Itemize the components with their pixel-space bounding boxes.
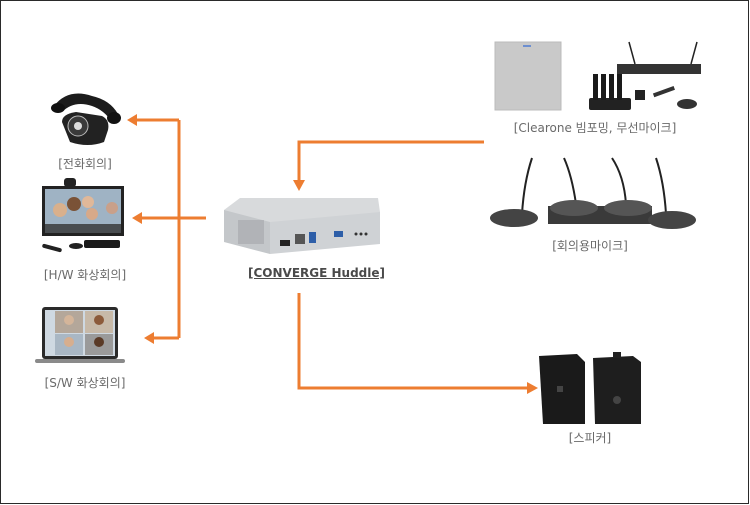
telephone-label: [전화회의] <box>58 157 112 171</box>
converge-huddle-device-icon <box>224 198 380 254</box>
arrowhead-hw-video <box>132 212 142 224</box>
laptop-video-conference-icon <box>35 307 125 363</box>
hub-label: [CONVERGE Huddle] <box>248 266 385 280</box>
conference-mic-label: [회의용마이크] <box>552 239 628 253</box>
arrowhead-telephone <box>127 114 137 126</box>
telephone-icon <box>51 93 121 145</box>
arrowhead-sw-video <box>144 332 154 344</box>
beamforming-wireless-mic-icon <box>494 41 701 111</box>
hw-video-conference-label: [H/W 화상회의] <box>43 268 127 282</box>
hardware-video-conference-icon <box>42 178 124 253</box>
arrowhead-speaker <box>527 382 538 394</box>
sw-video-conference-label: [S/W 화상회의] <box>44 376 126 390</box>
arrow-from-mics-to-hub <box>297 140 484 181</box>
beamforming-mic-label: [Clearone 빔포밍, 무선마이크] <box>513 121 677 135</box>
speaker-label: [스피커] <box>568 431 612 445</box>
conference-microphone-icon <box>490 157 696 229</box>
arrow-hub-to-speaker <box>297 293 528 390</box>
speaker-icon <box>539 352 641 424</box>
arrowhead-hub <box>293 180 305 191</box>
